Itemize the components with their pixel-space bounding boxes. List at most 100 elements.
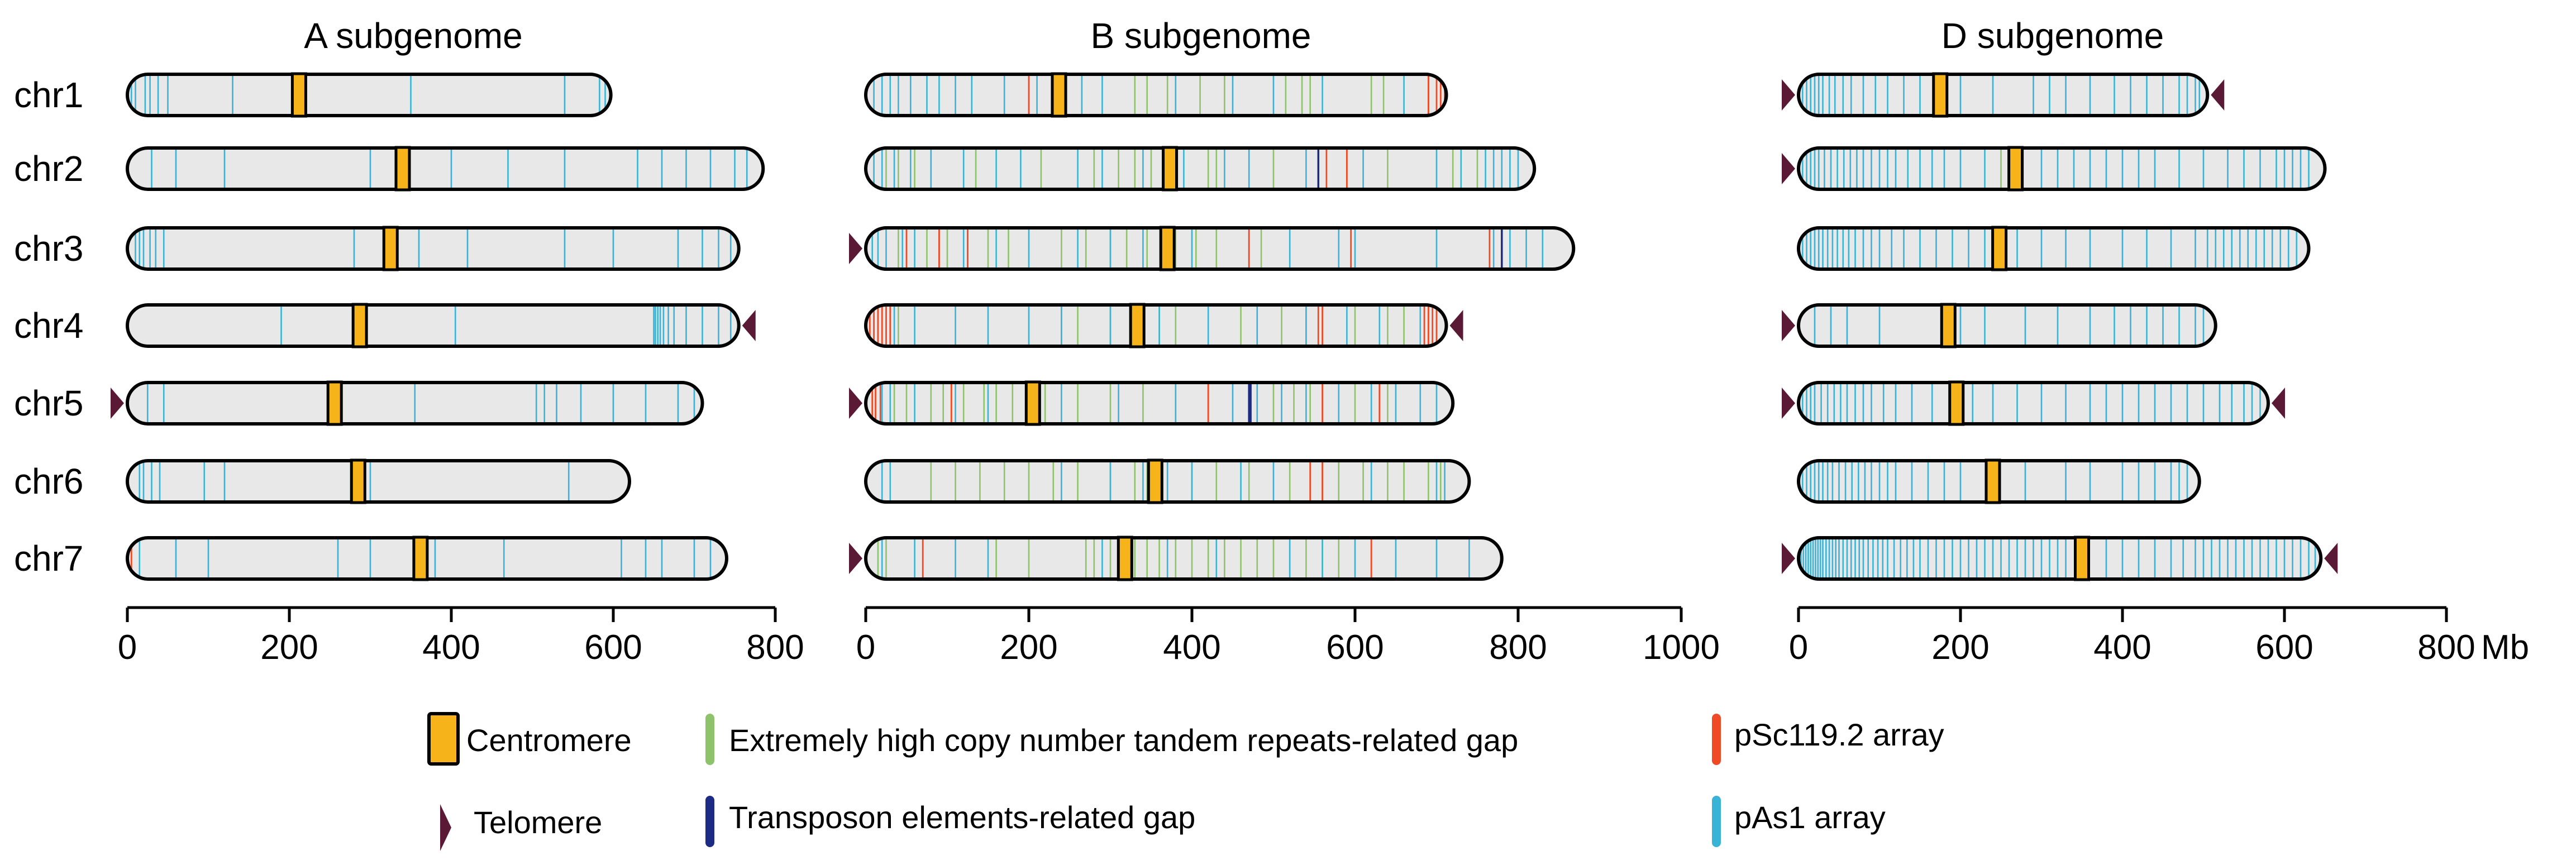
tick-label: 200 [1000,628,1057,667]
centromere-mark [412,536,429,581]
chromosome-marks [1814,305,2205,346]
chromosome-body [866,383,1453,424]
chromosome-marks [146,383,695,424]
centromere-mark [382,226,399,271]
telomere-left-marker [1782,153,1795,184]
tick-label: 800 [2417,628,2475,667]
chromosome-a-subgenome-chr1 [126,72,613,118]
chromosome-d-subgenome-chr1 [1782,72,2225,118]
tick-label: 0 [118,628,137,667]
chromosome-marks [135,228,732,269]
legend-te-swatch [705,796,714,847]
chromosome-marks [873,74,1446,116]
tick-label: 800 [746,628,804,667]
legend-tandem-label: Extremely high copy number tandem repeat… [729,723,1518,758]
row-label-chr5: chr5 [14,383,84,423]
telomere-left-marker [1782,543,1795,574]
chromosome-a-subgenome-chr6 [126,458,631,504]
tick-label: 0 [1789,628,1808,667]
tick-label: 600 [1326,628,1384,667]
tick-label: 400 [1163,628,1220,667]
axis-unit-label: Mb [2481,628,2529,667]
chromosome-b-subgenome-chr7 [849,536,1504,581]
chromosome-a-subgenome-chr3 [126,226,741,271]
centromere-mark [2074,536,2090,581]
chromosome-body [1799,383,2268,424]
chromosome-marks [881,461,1446,502]
legend-te-label: Transposon elements-related gap [729,800,1195,835]
chromosome-marks [871,383,1438,424]
centromere-mark [394,146,411,192]
legend-psc119-swatch [1712,714,1721,765]
telomere-left-marker [849,233,862,264]
chromosome-d-subgenome-chr4 [1782,303,2217,348]
chromosome-marks [280,305,732,346]
chromosome-a-subgenome-chr4 [126,303,756,348]
chromosome-body [127,305,739,346]
chromosome-d-subgenome-chr7 [1782,536,2338,581]
telomere-right-marker [2324,543,2338,574]
chromosome-outline [864,226,1576,271]
tick-label: 0 [856,628,875,667]
chromosome-marks [871,228,1544,269]
chromosome-outline [126,303,741,348]
chromosome-marks [1801,74,2201,116]
chromosome-body [866,148,1535,189]
legend-tandem-swatch [705,714,714,765]
centromere-mark [290,72,307,118]
centromere-mark [1948,380,1965,426]
telomere-right-marker [2272,388,2285,419]
chromosome-outline [1797,226,2311,271]
legend: Centromere Telomere Extremely high copy … [427,712,1944,851]
chromosome-b-subgenome-chr6 [864,458,1471,504]
panel-title-a-subgenome: A subgenome [304,16,522,56]
chromosome-marks [1801,461,2188,502]
tick-label: 1000 [1643,628,1720,667]
centromere-mark [1162,146,1179,192]
chromosome-outline [1797,381,2270,426]
telomere-left-marker [849,388,862,419]
chromosome-a-subgenome-chr2 [126,146,765,192]
chromosome-body [1799,305,2216,346]
chromosome-marks [873,148,1519,189]
chromosome-outline [1797,536,2323,581]
tick-label: 600 [2255,628,2313,667]
telomere-right-marker [742,310,756,341]
chromosome-outline [864,146,1537,191]
centromere-mark [1932,72,1949,118]
tick-label: 400 [422,628,480,667]
centromere-mark [1147,458,1163,504]
chromosome-marks [151,148,748,189]
legend-pas1-label: pAs1 array [1734,800,1886,835]
centromere-mark [1117,536,1133,581]
chromosome-outline [126,73,613,117]
legend-telomere-label: Telomere [474,805,602,840]
chromosome-outline [864,303,1448,348]
chromosome-b-subgenome-chr1 [864,72,1448,118]
chromosome-outline [1797,73,2210,117]
legend-telomere-marker [440,804,451,851]
chromosome-body [1799,148,2325,189]
chromosome-d-subgenome-chr5 [1782,380,2285,426]
tick-label: 200 [260,628,318,667]
telomere-left-marker [111,388,124,419]
chromosome-d-subgenome-chr6 [1797,458,2201,504]
chromosome-body [127,461,629,502]
legend-centromere-swatch [427,712,460,766]
centromere-mark [1159,226,1176,271]
chromosome-body [1799,538,2321,579]
row-label-chr7: chr7 [14,538,84,579]
telomere-left-marker [1782,310,1795,341]
chromosome-body [1799,228,2309,269]
chromosome-body [866,305,1447,346]
tick-label: 400 [2093,628,2151,667]
